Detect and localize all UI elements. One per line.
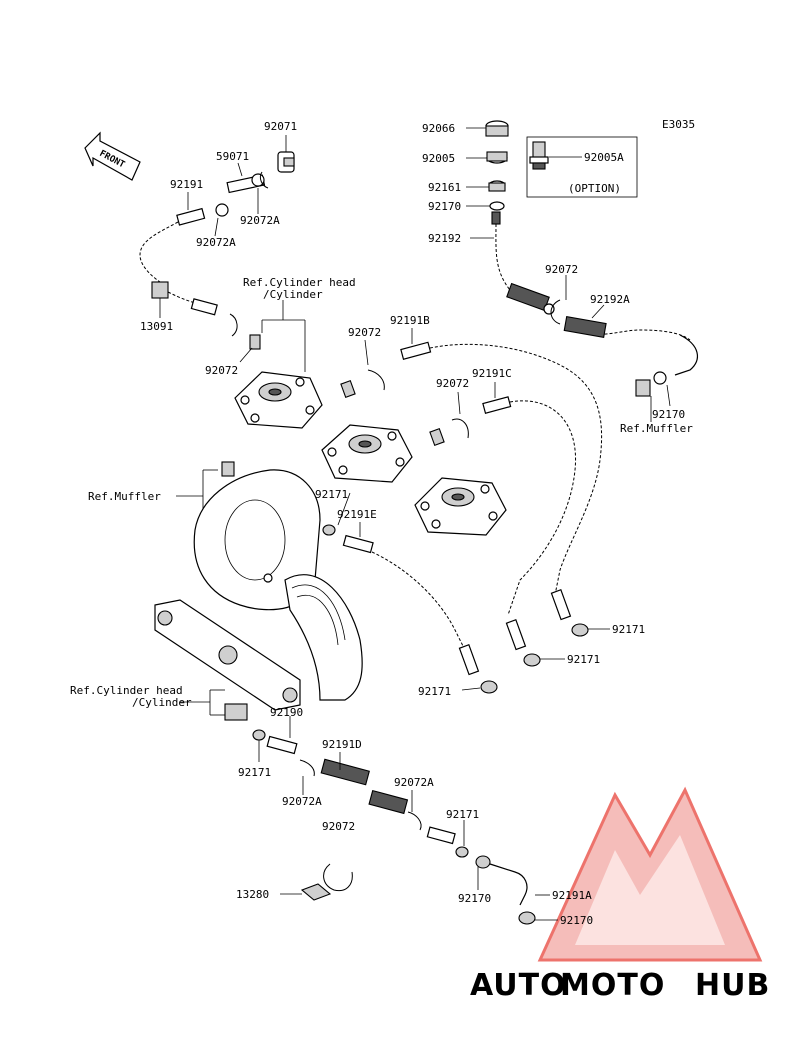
part-label: 92191 [170,178,203,191]
part-label: 92170 [560,914,593,927]
watermark-moto: MOTO [560,968,665,1003]
part-label: 92171 [567,653,600,666]
muffler-fitting-right [635,379,651,397]
part-label: 92072A [196,236,236,249]
option-label: (OPTION) [568,182,621,195]
muffler-body [193,461,363,701]
part-label: 13280 [236,888,269,901]
part-label: 92171 [612,623,645,636]
part-label: Ref.Cylinder head [70,684,183,697]
watermark-hub: HUB [695,968,770,1003]
part-label: 92191A [552,889,592,902]
part-label: 92072 [322,820,355,833]
part-label: Ref.Muffler [620,422,693,435]
part-label: 92066 [422,122,455,135]
part-label: 92171 [238,766,271,779]
part-label: Ref.Muffler [88,490,161,503]
part-label: 92191E [337,508,377,521]
option-box [526,136,638,198]
part-label: Ref.Cylinder head [243,276,356,289]
watermark-auto: AUTO [470,968,567,1003]
watermark-text: AUTO MOTO HUB [470,968,770,1003]
sticker-13280 [300,883,332,901]
part-label: 92192 [428,232,461,245]
part-label: /Cylinder [263,288,323,301]
part-label: 92072A [240,214,280,227]
hose-92191 [176,207,206,226]
part-label: 92072 [348,326,381,339]
cylinder-head-2 [321,424,413,483]
part-label: /Cylinder [132,696,192,709]
part-label: 92072A [282,795,322,808]
part-label: 92171 [446,808,479,821]
watermark-logo [537,786,763,962]
front-arrow-icon: FRONT [84,131,141,181]
part-label: 92161 [428,181,461,194]
part-label: 92072 [545,263,578,276]
part-label: 92190 [270,706,303,719]
part-label: 92072A [394,776,434,789]
part-label: 59071 [216,150,249,163]
part-label: 92171 [315,488,348,501]
part-label: 13091 [140,320,173,333]
diagram-code: E3035 [662,118,695,131]
part-label: 92072 [205,364,238,377]
fitting-92071 [277,151,295,173]
part-label: 92170 [428,200,461,213]
tee-fitting [224,703,248,721]
part-label: 92192A [590,293,630,306]
part-label: 92191B [390,314,430,327]
cylinder-head-1 [234,371,323,429]
water-manifold [154,599,301,711]
hose-92192-corrugated [506,282,550,312]
part-label: 92005A [584,151,624,164]
part-label: 92171 [418,685,451,698]
part-label: 92191D [322,738,362,751]
part-label: 92170 [652,408,685,421]
part-92005a-fitting [529,141,549,170]
part-label: 92191C [472,367,512,380]
cylinder-head-3 [414,477,507,536]
part-label: 92005 [422,152,455,165]
part-label: 92071 [264,120,297,133]
part-label: 92072 [436,377,469,390]
part-label: 92170 [458,892,491,905]
cap-stack [485,120,509,225]
fitting-13091 [151,281,169,299]
hose-92192a-corrugated [563,316,607,339]
